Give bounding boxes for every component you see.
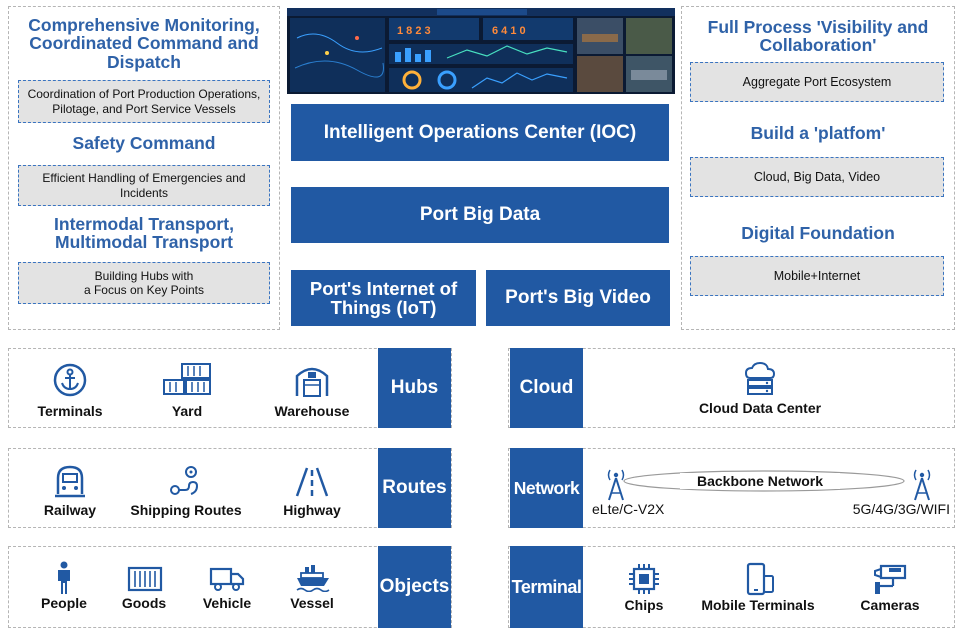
- route-item-railway: [52, 464, 88, 498]
- route-item-shipping: [166, 464, 202, 498]
- row-label-routes: Routes: [378, 448, 451, 528]
- network-diagram: [607, 469, 931, 501]
- cloud-label-data-center: Cloud Data Center: [698, 400, 822, 416]
- terminal-item-mobile: [742, 562, 778, 596]
- hub-label-warehouse: Warehouse: [274, 403, 350, 419]
- left-box-coordination: Coordination of Port Production Operatio…: [18, 80, 270, 123]
- port-big-video-block: Port's Big Video: [486, 270, 670, 326]
- container-icon: [127, 566, 163, 592]
- row-label-objects: Objects: [378, 546, 451, 628]
- left-title-intermodal: Intermodal Transport, Multimodal Transpo…: [54, 214, 234, 253]
- truck-icon: [209, 567, 245, 591]
- dashboard-screenshot-image: 1 8 2 3 6 4 1 0: [287, 8, 675, 94]
- warehouse-icon: [295, 367, 329, 397]
- dashboard-thumbnail-graphic: 1 8 2 3 6 4 1 0: [287, 8, 675, 94]
- right-box-ecosystem: Aggregate Port Ecosystem: [690, 62, 944, 102]
- terminal-label-cameras: Cameras: [860, 597, 920, 613]
- port-big-data-block: Port Big Data: [291, 187, 669, 243]
- terminal-label-chips: Chips: [624, 597, 664, 613]
- row-terminal-panel: [508, 546, 955, 628]
- terminal-item-cameras: [870, 562, 910, 596]
- hub-item-warehouse: [292, 362, 332, 398]
- left-panel: [8, 6, 280, 330]
- person-icon: [58, 561, 70, 594]
- anchor-icon: [53, 363, 87, 397]
- row-hubs-panel: [8, 348, 452, 428]
- chip-icon: [629, 564, 659, 594]
- cloud-item-data-center: [740, 362, 780, 396]
- mobile-icon: [746, 562, 774, 596]
- terminal-label-mobile: Mobile Terminals: [701, 597, 815, 613]
- hub-item-yard: [160, 362, 214, 396]
- cloud-server-icon: [744, 362, 776, 395]
- right-title-visibility: Full Process 'Visibility and Collaborati…: [707, 17, 929, 56]
- right-title-platform: Build a 'platfom': [750, 123, 886, 143]
- train-icon: [55, 465, 85, 498]
- highway-icon: [295, 467, 329, 497]
- ioc-block: Intelligent Operations Center (IOC): [291, 104, 669, 161]
- svg-text:1 8 2 3: 1 8 2 3: [397, 25, 431, 37]
- network-backbone-label: Backbone Network: [680, 473, 840, 489]
- row-network-panel: [508, 448, 955, 528]
- hub-label-terminals: Terminals: [37, 403, 103, 419]
- backbone-ellipse: [623, 470, 905, 492]
- object-item-goods: [126, 566, 164, 592]
- terminal-item-chips: [626, 562, 662, 596]
- object-label-people: People: [41, 595, 87, 611]
- right-title-digital-foundation: Digital Foundation: [741, 223, 895, 243]
- antenna-icon-right: [913, 469, 931, 501]
- hub-label-yard: Yard: [171, 403, 203, 419]
- network-left-tech-label: eLte/C-V2X: [592, 501, 665, 517]
- row-routes-panel: [8, 448, 452, 528]
- object-label-goods: Goods: [121, 595, 167, 611]
- route-label-railway: Railway: [43, 502, 97, 518]
- left-box-hubs-line2: a Focus on Key Points: [83, 283, 205, 297]
- route-label-shipping: Shipping Routes: [130, 502, 242, 518]
- svg-text:6 4 1 0: 6 4 1 0: [492, 25, 526, 37]
- right-box-mobile-internet: Mobile+Internet: [690, 256, 944, 296]
- route-item-highway: [294, 466, 330, 498]
- left-box-hubs: Building Hubs with a Focus on Key Points: [18, 262, 270, 304]
- port-iot-block: Port's Internet of Things (IoT): [291, 270, 476, 326]
- row-objects-panel: [8, 546, 452, 628]
- row-label-cloud: Cloud: [510, 348, 583, 428]
- left-title-monitoring: Comprehensive Monitoring, Coordinated Co…: [28, 15, 260, 72]
- right-panel: [681, 6, 955, 330]
- hub-item-terminals: [30, 362, 110, 398]
- row-cloud-panel: [508, 348, 955, 428]
- object-item-people: [54, 561, 74, 595]
- left-box-hubs-line1: Building Hubs with: [94, 268, 194, 283]
- left-box-emergencies: Efficient Handling of Emergencies and In…: [18, 165, 270, 206]
- route-icon: [170, 466, 199, 495]
- camera-icon: [874, 564, 907, 594]
- network-right-tech-label: 5G/4G/3G/WIFI: [852, 501, 950, 517]
- row-label-network: Network: [510, 448, 583, 528]
- object-label-vessel: Vessel: [290, 595, 334, 611]
- row-label-terminal: Terminal: [510, 546, 583, 628]
- ship-icon: [296, 565, 330, 592]
- row-label-hubs: Hubs: [378, 348, 451, 428]
- object-label-vehicle: Vehicle: [202, 595, 252, 611]
- antenna-icon-left: [607, 469, 625, 501]
- object-item-vehicle: [208, 566, 246, 592]
- container-yard-icon: [163, 363, 211, 395]
- route-label-highway: Highway: [283, 502, 341, 518]
- object-item-vessel: [294, 564, 332, 592]
- left-title-safety: Safety Command: [72, 133, 216, 153]
- right-box-cloud-bigdata-video: Cloud, Big Data, Video: [690, 157, 944, 197]
